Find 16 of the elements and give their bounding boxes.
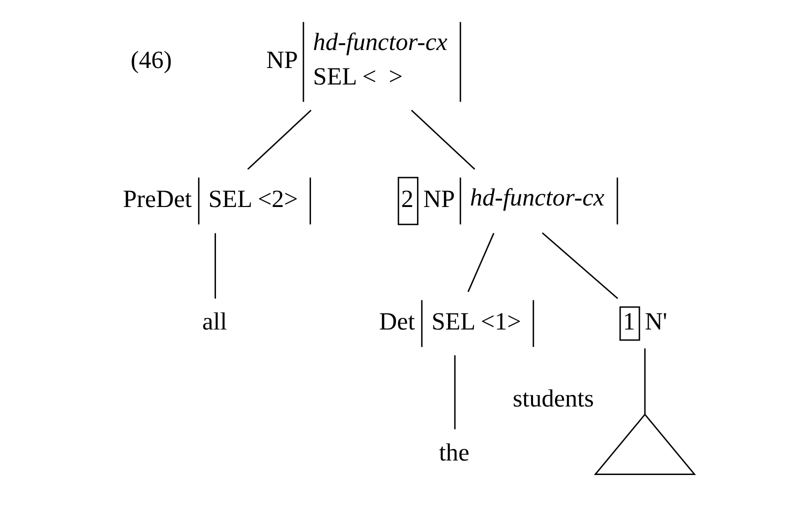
connector: [214, 233, 216, 299]
connector: [247, 110, 312, 170]
node-text: all: [202, 308, 227, 336]
connector: [644, 348, 646, 414]
node-label: N': [644, 308, 668, 336]
node-text: Det SEL <1>: [379, 308, 522, 336]
connector: [454, 355, 456, 430]
connector: [411, 110, 476, 170]
connector: [542, 232, 618, 299]
connector: [468, 232, 494, 292]
node-triangle: [594, 413, 696, 475]
node-text: PreDet SEL <2>: [123, 186, 298, 214]
node-label: students: [512, 386, 594, 413]
node-text: the: [439, 439, 470, 466]
node-box: 1: [619, 306, 640, 341]
label: (46): [130, 46, 172, 74]
